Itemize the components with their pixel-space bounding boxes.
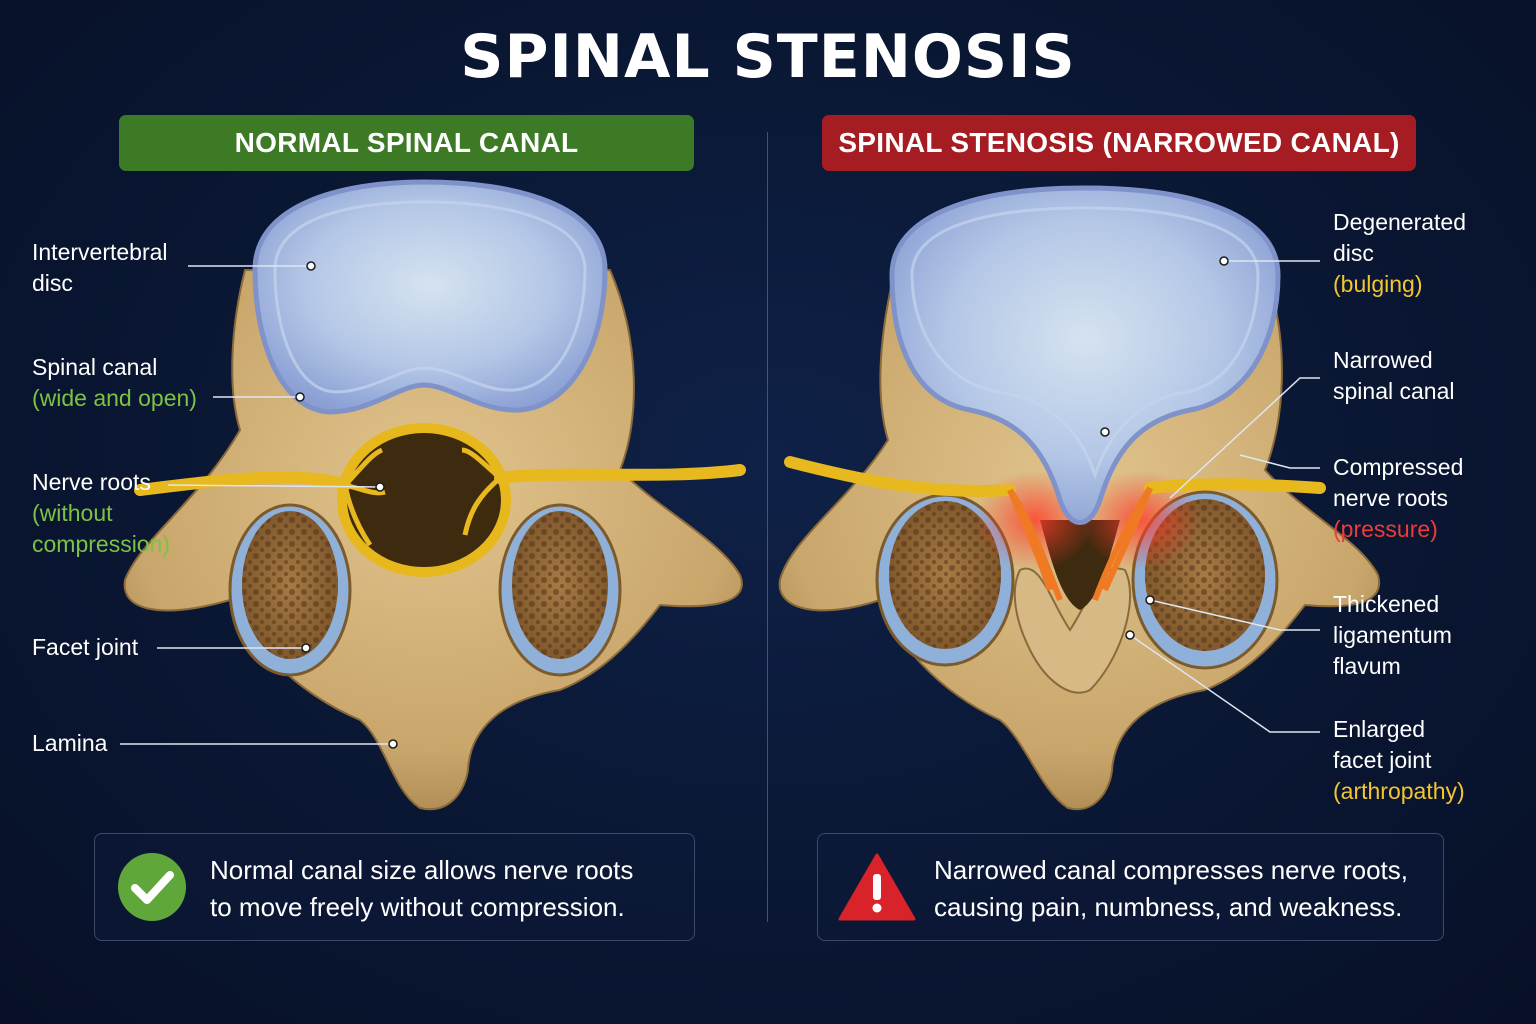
thickened-ligamentum-flavum: [1013, 567, 1132, 694]
stenosis-vertebra: [778, 185, 1381, 811]
marker-dot: [1125, 630, 1135, 640]
label-line: disc: [32, 270, 73, 296]
stenosis-note-text: Narrowed canal compresses nerve roots, c…: [934, 852, 1408, 926]
label-line: Narrowed: [1333, 347, 1433, 373]
label-enlarged-facet-joint: Enlarged facet joint (arthropathy): [1333, 714, 1465, 807]
label-line: Intervertebral: [32, 239, 168, 265]
marker-dot: [306, 261, 316, 271]
label-line: Thickened: [1333, 591, 1440, 617]
normal-banner-text: NORMAL SPINAL CANAL: [234, 127, 579, 158]
label-line: nerve roots: [1333, 485, 1449, 511]
label-intervertebral-disc: Intervertebral disc: [32, 237, 168, 299]
label-lamina: Lamina: [32, 728, 107, 759]
normal-nerve-left: [134, 471, 351, 496]
stenosis-leader-lines: [1129, 260, 1320, 733]
note-line: causing pain, numbness, and weakness.: [934, 892, 1403, 922]
label-degenerated-disc: Degenerated disc (bulging): [1333, 207, 1466, 300]
label-line: Nerve roots: [32, 469, 151, 495]
label-line: flavum: [1333, 653, 1401, 679]
label-line: Lamina: [32, 730, 108, 756]
normal-disc: [252, 179, 608, 415]
marker-dot: [1219, 256, 1229, 266]
label-line: Facet joint: [32, 634, 139, 660]
label-line: (without: [32, 500, 113, 526]
label-line: spinal canal: [1333, 378, 1455, 404]
label-spinal-canal: Spinal canal (wide and open): [32, 352, 197, 414]
note-line: Narrowed canal compresses nerve roots,: [934, 855, 1408, 885]
note-line: Normal canal size allows nerve roots: [210, 855, 634, 885]
marker-dot: [1100, 427, 1110, 437]
degenerated-disc: [889, 185, 1281, 525]
label-line: Compressed: [1333, 454, 1464, 480]
compressed-nerve-right: [1144, 478, 1326, 494]
label-line: compression): [32, 531, 171, 557]
normal-spinal-canal: [337, 423, 511, 577]
warning-triangle-icon: [838, 853, 916, 921]
normal-vertebra: [123, 179, 746, 811]
label-line: Degenerated: [1333, 209, 1466, 235]
label-nerve-roots: Nerve roots (without compression): [32, 467, 170, 560]
compressed-nerve-left: [784, 456, 1016, 497]
note-line: to move freely without compression.: [210, 892, 625, 922]
marker-dot: [1145, 595, 1155, 605]
label-line: (bulging): [1333, 271, 1423, 297]
label-line: Spinal canal: [32, 354, 158, 380]
marker-dot: [388, 739, 398, 749]
label-line: ligamentum: [1333, 622, 1452, 648]
normal-note-box: Normal canal size allows nerve roots to …: [94, 833, 695, 941]
normal-nerve-right: [494, 464, 746, 484]
label-line: Enlarged: [1333, 716, 1426, 742]
label-line: (wide and open): [32, 385, 197, 411]
check-circle-icon: [118, 853, 186, 921]
label-facet-joint: Facet joint: [32, 632, 138, 663]
marker-dot: [301, 643, 311, 653]
normal-note-text: Normal canal size allows nerve roots to …: [210, 852, 633, 926]
label-compressed-nerve-roots: Compressed nerve roots (pressure): [1333, 452, 1463, 545]
stenosis-note-box: Narrowed canal compresses nerve roots, c…: [817, 833, 1444, 941]
label-line: (pressure): [1333, 516, 1438, 542]
label-line: disc: [1333, 240, 1374, 266]
label-thickened-ligamentum: Thickened ligamentum flavum: [1333, 589, 1452, 682]
page-title: SPINAL STENOSIS: [460, 22, 1076, 92]
label-narrowed-canal: Narrowed spinal canal: [1333, 345, 1454, 407]
marker-dot: [295, 392, 305, 402]
stenosis-banner-text: SPINAL STENOSIS (NARROWED CANAL): [838, 127, 1400, 158]
normal-banner: NORMAL SPINAL CANAL: [119, 115, 694, 171]
label-line: facet joint: [1333, 747, 1432, 773]
normal-leader-lines: [120, 265, 393, 745]
stenosis-banner: SPINAL STENOSIS (NARROWED CANAL): [822, 115, 1416, 171]
label-line: (arthropathy): [1333, 778, 1465, 804]
center-divider: [767, 132, 768, 922]
marker-dot: [375, 482, 385, 492]
